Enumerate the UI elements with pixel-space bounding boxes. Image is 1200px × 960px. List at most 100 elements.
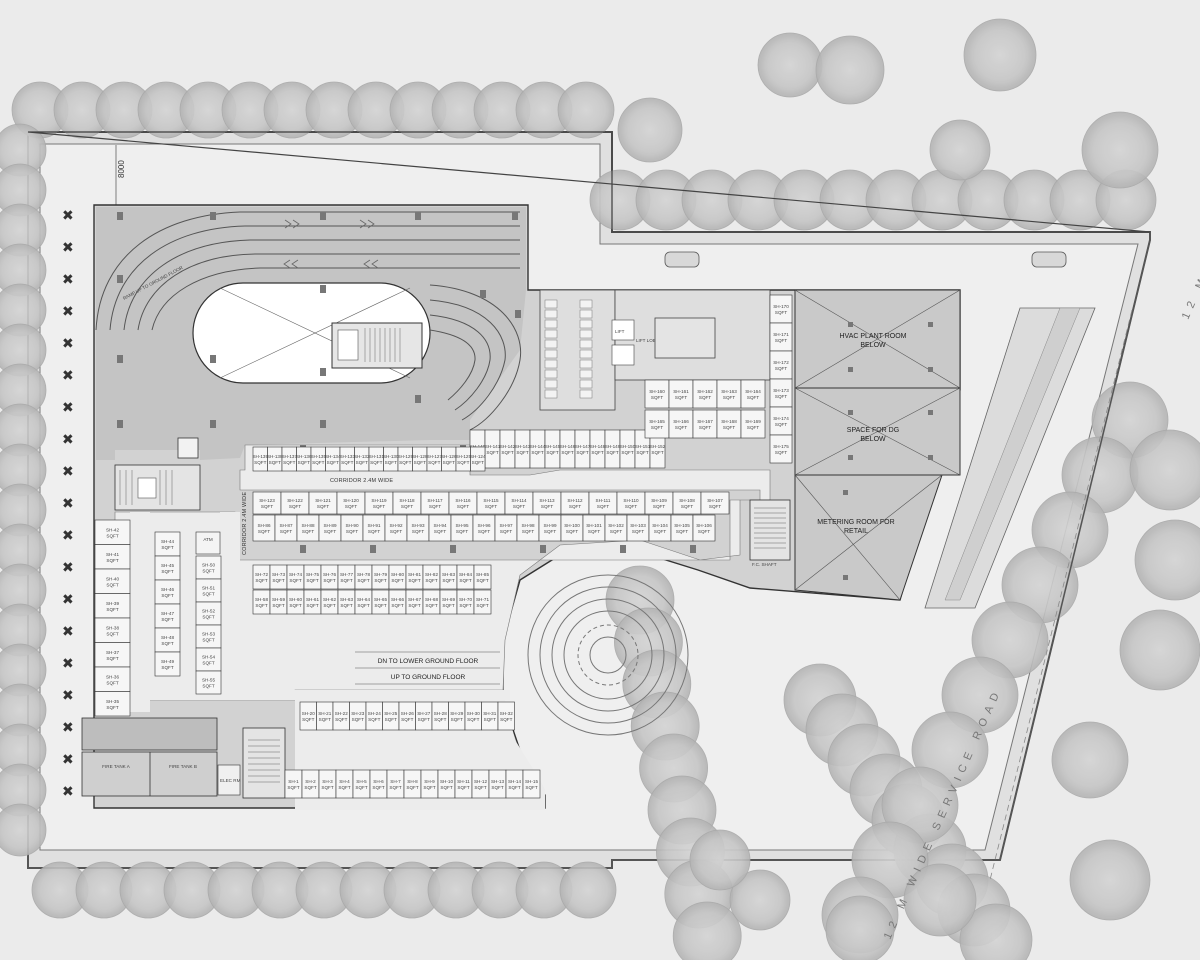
shop-unit xyxy=(388,564,407,590)
shop-unit xyxy=(740,379,766,409)
shop-unit-area-label: SQFT xyxy=(699,395,711,400)
shop-unit-label: SH-129 xyxy=(397,454,413,459)
shop-unit xyxy=(94,617,131,643)
shop-unit xyxy=(252,514,276,542)
column-icon xyxy=(450,545,456,553)
shop-unit-label: SH-48 xyxy=(161,635,174,640)
shop-unit-label: SH-49 xyxy=(161,659,174,664)
column-icon xyxy=(117,355,123,363)
wc-cubicle xyxy=(579,359,593,369)
tree-icon xyxy=(689,829,751,891)
shop-unit-label: SH-67 xyxy=(408,597,421,602)
shop-unit-area-label: SQFT xyxy=(775,394,787,399)
shop-units: SH-140SQFTSH-141SQFTSH-142SQFTSH-143SQFT… xyxy=(94,294,793,799)
shop-unit-area-label: SQFT xyxy=(408,603,420,608)
tree-icon xyxy=(617,97,683,163)
shop-unit-area-label: SQFT xyxy=(254,460,266,465)
shop-unit-label: SH-66 xyxy=(391,597,404,602)
shrub-icon: ✖ xyxy=(62,303,74,319)
shop-unit xyxy=(538,514,562,542)
shop-unit-label: SH-21 xyxy=(318,711,331,716)
shop-unit-area-label: SQFT xyxy=(106,582,118,587)
shop-unit xyxy=(386,769,405,799)
shop-unit xyxy=(431,701,449,731)
shop-unit xyxy=(488,769,507,799)
shop-unit xyxy=(340,514,364,542)
shop-unit-label: SH-47 xyxy=(161,611,174,616)
shop-unit-label: SH-96 xyxy=(477,523,490,528)
shop-unit-area-label: SQFT xyxy=(390,529,402,534)
shop-unit-label: SH-141 xyxy=(485,444,501,449)
shop-unit xyxy=(154,555,181,581)
metering-room-label-1: METERING ROOM FOR xyxy=(817,519,894,526)
shop-unit-label: SH-3 xyxy=(322,779,333,784)
shop-unit xyxy=(415,701,433,731)
shop-unit-label: SH-134 xyxy=(325,454,341,459)
shop-unit-area-label: SQFT xyxy=(302,529,314,534)
shop-unit-area-label: SQFT xyxy=(202,615,214,620)
hvac-room-label-2: BELOW xyxy=(860,342,886,349)
shop-unit-area-label: SQFT xyxy=(385,717,397,722)
shop-unit xyxy=(476,491,506,515)
shop-unit xyxy=(644,409,670,439)
shop-unit-area-label: SQFT xyxy=(675,425,687,430)
shop-unit-label: SH-172 xyxy=(773,360,789,365)
dimension-label: 8000 xyxy=(117,160,126,178)
tree-icon xyxy=(757,32,823,98)
shop-unit xyxy=(284,769,303,799)
shop-unit xyxy=(403,769,422,799)
shop-unit xyxy=(604,429,621,469)
column-icon xyxy=(210,212,216,220)
shop-unit xyxy=(672,491,702,515)
shop-unit-area-label: SQFT xyxy=(443,460,455,465)
shop-unit-area-label: SQFT xyxy=(269,460,281,465)
shop-unit xyxy=(769,322,793,352)
shop-unit-label: SH-105 xyxy=(674,523,690,528)
shop-unit-label: SH-86 xyxy=(257,523,270,528)
shop-unit-area-label: SQFT xyxy=(106,558,118,563)
shop-unit xyxy=(392,491,422,515)
shop-unit-area-label: SQFT xyxy=(106,656,118,661)
shop-unit-label: SH-39 xyxy=(106,601,119,606)
shop-unit-area-label: SQFT xyxy=(561,450,573,455)
shop-unit-area-label: SQFT xyxy=(341,460,353,465)
shop-unit-area-label: SQFT xyxy=(775,422,787,427)
shop-unit-label: SH-124 xyxy=(470,454,486,459)
shop-unit-area-label: SQFT xyxy=(429,504,441,509)
shop-unit xyxy=(454,769,473,799)
shop-unit-area-label: SQFT xyxy=(597,504,609,509)
shop-unit-area-label: SQFT xyxy=(459,578,471,583)
shop-unit-area-label: SQFT xyxy=(389,785,401,790)
shop-unit-area-label: SQFT xyxy=(442,578,454,583)
shop-unit-label: SH-65 xyxy=(374,597,387,602)
shop-unit-area-label: SQFT xyxy=(467,717,479,722)
shop-unit xyxy=(716,409,742,439)
shop-unit-label: SH-84 xyxy=(459,572,472,577)
shop-unit xyxy=(516,514,540,542)
shop-unit xyxy=(316,701,334,731)
shop-unit-label: SH-108 xyxy=(679,498,695,503)
shop-unit-label: SH-131 xyxy=(368,454,384,459)
shop-unit xyxy=(522,769,541,799)
shop-unit-area-label: SQFT xyxy=(306,603,318,608)
shop-unit xyxy=(94,519,131,545)
shop-unit-label: SH-122 xyxy=(287,498,303,503)
shop-unit-area-label: SQFT xyxy=(302,717,314,722)
shop-unit xyxy=(364,491,394,515)
shop-unit xyxy=(456,589,475,615)
shop-unit xyxy=(626,514,650,542)
shop-unit xyxy=(154,603,181,629)
shop-unit-label: SH-100 xyxy=(564,523,580,528)
shop-unit-label: SH-25 xyxy=(384,711,397,716)
shop-unit-label: SH-118 xyxy=(399,498,415,503)
shop-unit xyxy=(337,589,356,615)
shop-unit xyxy=(437,769,456,799)
shop-unit-label: SH-31 xyxy=(483,711,496,716)
shop-unit-label: SH-4 xyxy=(339,779,350,784)
corridor-label-vertical: CORRIDOR 2.4M WIDE xyxy=(242,492,248,555)
shrub-icon: ✖ xyxy=(62,399,74,415)
shop-unit-area-label: SQFT xyxy=(346,529,358,534)
shop-unit xyxy=(94,642,131,668)
shop-unit-area-label: SQFT xyxy=(566,529,578,534)
wc-cubicle xyxy=(579,309,593,319)
